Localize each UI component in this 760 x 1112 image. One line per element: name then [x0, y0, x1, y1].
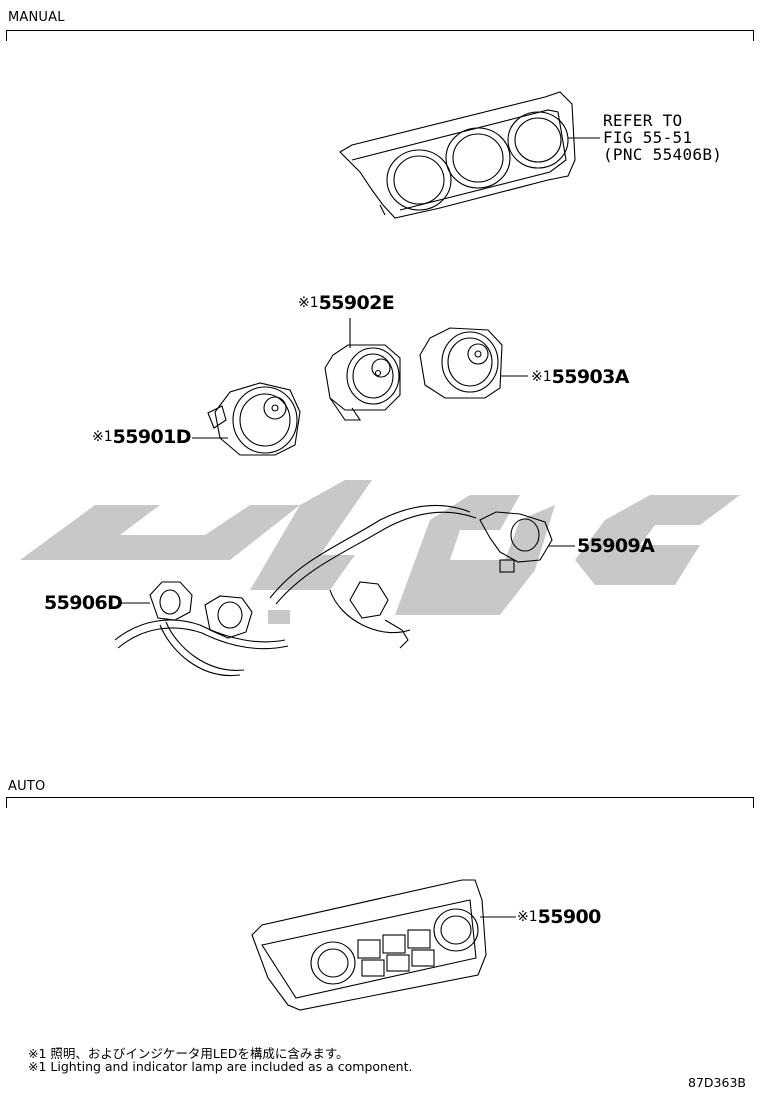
wire-harness-55906D: [114, 581, 289, 677]
part-number: 55906D: [44, 592, 123, 614]
reference-line-3: (PNC 55406B): [603, 145, 723, 164]
part-number: 55903A: [551, 366, 630, 388]
note-mark: ※1: [517, 909, 538, 925]
knob-55902E: [324, 318, 401, 421]
callout-55901D: ※155901D: [92, 426, 192, 448]
footnote-japanese: ※1 照明、およびインジケータ用LEDを構成に含みます。: [28, 1046, 349, 1061]
manual-bezel-part: [339, 91, 600, 219]
wire-harness-55909A: [269, 504, 575, 649]
callout-55903A: ※155903A: [531, 368, 629, 387]
footnote-english: ※1 Lighting and indicator lamp are inclu…: [28, 1059, 413, 1074]
section-divider-auto: [6, 797, 754, 808]
reference-note: REFER TO FIG 55-51 (PNC 55406B): [603, 112, 722, 163]
callout-55900: ※155900: [517, 908, 601, 927]
section-title-manual: MANUAL: [8, 10, 65, 25]
section-divider-manual: [6, 30, 754, 41]
part-number: 55901D: [112, 426, 192, 448]
watermark-logo: [20, 480, 740, 624]
callout-55902E: ※155902E: [298, 292, 395, 314]
note-mark: ※1: [531, 369, 552, 385]
callout-55906D: 55906D: [44, 592, 123, 614]
auto-control-panel: [251, 879, 516, 1011]
reference-line-1: REFER TO: [603, 111, 683, 130]
figure-id: 87D363B: [688, 1075, 746, 1090]
part-number: 55909A: [577, 535, 655, 557]
callout-55909A: 55909A: [577, 535, 655, 557]
section-title-auto: AUTO: [8, 779, 46, 794]
part-number: 55902E: [318, 292, 395, 314]
knob-55901D: [192, 382, 301, 456]
note-mark: ※1: [298, 295, 319, 311]
reference-line-2: FIG 55-51: [603, 128, 693, 147]
note-mark: ※1: [92, 429, 113, 445]
knob-55903A: [419, 327, 528, 399]
part-number: 55900: [537, 906, 602, 928]
